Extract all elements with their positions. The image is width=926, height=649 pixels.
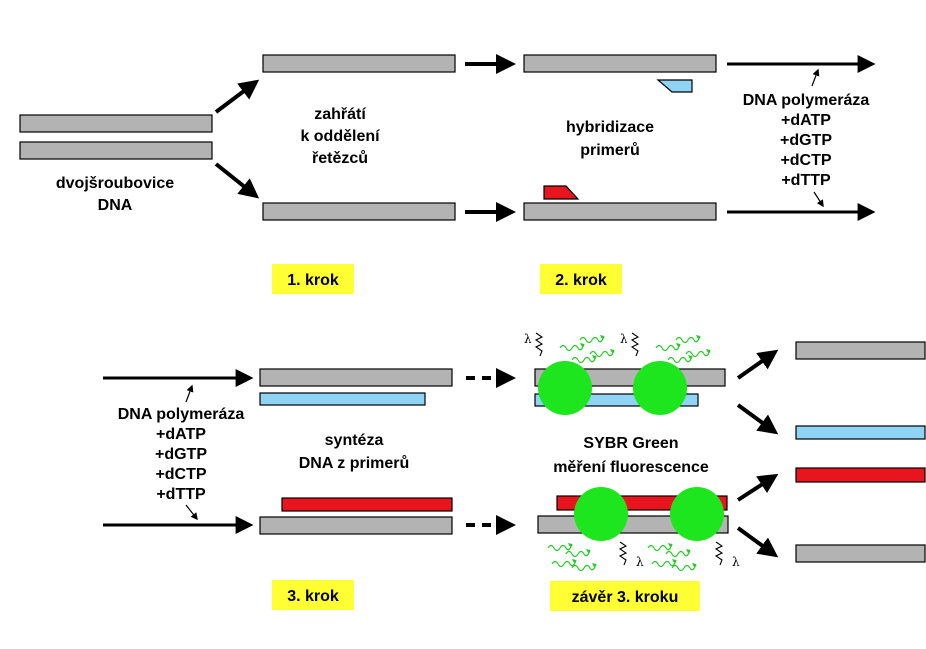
lambda-label-bottom-1: λ [636,555,644,569]
sybr-dye-top-1 [538,361,592,415]
hyb-strand-top [523,54,717,73]
lambda-label-top-2: λ [620,332,628,346]
synth-new-strand-red [281,497,453,512]
step1-badge [272,264,354,294]
svg-text:+dGTP: +dGTP [780,132,832,149]
svg-text:DNA polymeráza: DNA polymeráza [118,406,245,423]
polymerase-pointer-left-top [185,384,194,403]
dsdna-strand-bottom [19,141,213,160]
polymerase-mix-left: DNA polymeráza +dATP +dGTP +dCTP +dTTP [118,406,245,503]
emission-waves-top-1 [559,334,615,364]
separated-strand-bottom [262,202,456,221]
dsdna-label-line2: DNA [98,197,133,214]
step1-label: 1. krok [287,272,339,289]
dsdna-strand-top [19,114,213,133]
synth-label-line2: DNA z primerů [299,455,410,472]
polymerase-pointer-bottom [813,191,824,208]
sybr-dye-bottom-2 [670,487,724,541]
svg-text:+dCTP: +dCTP [780,152,831,169]
heat-label-line3: řetězců [312,150,368,167]
emission-waves-bottom-1 [547,542,597,572]
output-strand-gray-bottom [795,544,926,563]
lambda-label-top-1: λ [524,332,532,346]
reverse-primer [543,185,580,200]
output-strand-gray-top [795,341,926,360]
svg-text:DNA polymeráza: DNA polymeráza [743,92,870,109]
step3-badge [272,580,354,610]
excitation-arrow-bottom-1 [619,541,627,566]
separated-strand-top [262,54,456,73]
emission-waves-top-2 [655,334,711,364]
hyb-strand-bottom [523,202,717,221]
sybr-dye-top-2 [633,361,687,415]
output-arrow-3 [736,473,779,502]
excitation-arrow-bottom-2 [715,541,723,566]
svg-text:+dCTP: +dCTP [155,466,206,483]
output-arrow-2 [736,403,779,435]
synth-label-line1: syntéza [325,432,384,449]
svg-text:+dTTP: +dTTP [156,486,206,503]
step2-badge [540,264,622,294]
split-arrow-up [214,79,260,114]
polymerase-pointer-left-bottom [185,504,198,521]
sybr-dye-bottom-1 [574,487,628,541]
synth-template-bottom [259,516,453,535]
synth-new-strand-blue [259,392,426,406]
output-strand-blue [795,425,926,440]
step2-label: 2. krok [555,272,607,289]
output-strand-red [795,467,926,483]
dsdna-label-line1: dvojšroubovice [56,175,174,192]
sybr-label-line1: SYBR Green [583,435,678,452]
svg-text:+dATP: +dATP [156,426,206,443]
split-arrow-down [214,162,260,199]
hyb-label-line2: primerů [580,142,640,159]
hyb-label-line1: hybridizace [566,119,654,136]
step3-label: 3. krok [287,588,339,605]
output-arrow-1 [736,349,779,380]
heat-label-line1: zahřátí [314,106,366,123]
output-arrow-4 [736,526,779,558]
sybr-label-line2: měření fluorescence [553,459,709,476]
heat-label-line2: k oddělení [300,128,380,145]
forward-primer [656,79,693,93]
svg-text:+dGTP: +dGTP [155,446,207,463]
emission-waves-bottom-2 [647,542,697,572]
step3-end-label: závěr 3. kroku [572,589,679,606]
excitation-arrow-top-2 [631,332,639,357]
synth-template-top [259,368,453,387]
lambda-label-bottom-2: λ [732,555,740,569]
svg-text:+dATP: +dATP [781,112,831,129]
polymerase-mix-top: DNA polymeráza +dATP +dGTP +dCTP +dTTP [743,92,870,189]
svg-text:+dTTP: +dTTP [781,172,831,189]
step3-end-badge [550,581,700,611]
excitation-arrow-top-1 [535,332,543,357]
polymerase-pointer-top [811,68,820,87]
